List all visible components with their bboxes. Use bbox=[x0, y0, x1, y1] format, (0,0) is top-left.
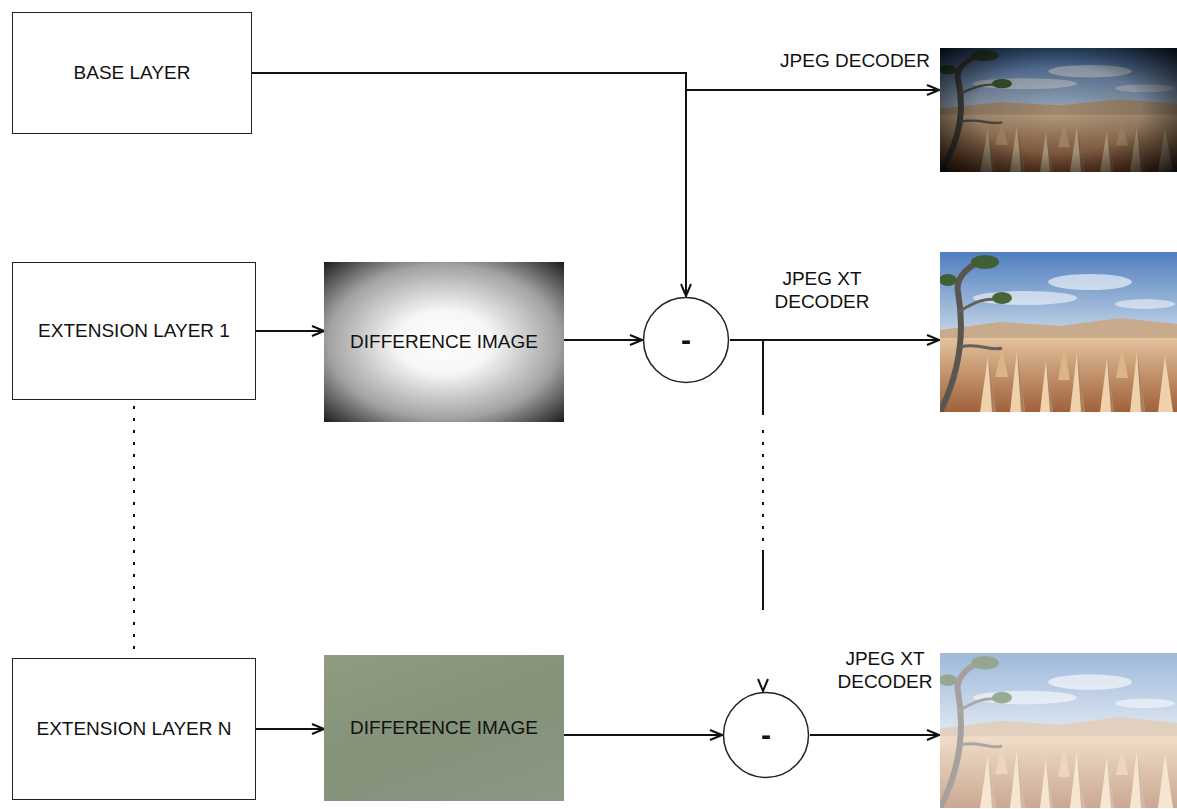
vignette bbox=[940, 48, 1177, 172]
node-text: - bbox=[681, 325, 691, 355]
node-text: BASE LAYER bbox=[74, 62, 191, 85]
subtract-circle: - bbox=[642, 296, 730, 384]
photo bbox=[939, 252, 1177, 412]
difference-image: DIFFERENCE IMAGE bbox=[324, 655, 564, 801]
subtract-circle: - bbox=[722, 691, 810, 779]
connector-arrow bbox=[133, 406, 135, 650]
photo-wash bbox=[940, 653, 1177, 808]
connector-arrow bbox=[730, 340, 763, 691]
node-text: DIFFERENCE IMAGE bbox=[350, 717, 538, 740]
photo bbox=[939, 653, 1177, 808]
node-text: EXTENSION LAYER N bbox=[37, 718, 232, 741]
circle-shape bbox=[724, 693, 809, 778]
photo-shade bbox=[940, 48, 1177, 172]
layer-box: EXTENSION LAYER 1 bbox=[12, 262, 256, 400]
connector-arrow bbox=[564, 734, 722, 736]
output-arrow bbox=[810, 734, 939, 736]
connector-arrow bbox=[256, 728, 324, 730]
node-text: EXTENSION LAYER 1 bbox=[38, 320, 230, 343]
extended-photo bbox=[939, 252, 1177, 412]
photo bbox=[939, 48, 1177, 172]
node-text: - bbox=[761, 720, 771, 750]
connector-arrow bbox=[256, 330, 324, 332]
circle-shape bbox=[644, 298, 729, 383]
layer-box: EXTENSION LAYER N bbox=[12, 658, 256, 800]
connector-arrow bbox=[564, 339, 642, 341]
decoder-label: JPEG DECODER bbox=[700, 50, 930, 73]
final-photo bbox=[939, 653, 1177, 808]
decoder-label: JPEG XT DECODER bbox=[830, 648, 940, 694]
node-text: DIFFERENCE IMAGE bbox=[350, 331, 538, 354]
base-photo bbox=[939, 48, 1177, 172]
difference-image: DIFFERENCE IMAGE bbox=[324, 262, 564, 422]
decoder-label: JPEG XT DECODER bbox=[762, 268, 882, 314]
layer-box: BASE LAYER bbox=[12, 12, 252, 134]
output-arrow bbox=[686, 89, 939, 91]
